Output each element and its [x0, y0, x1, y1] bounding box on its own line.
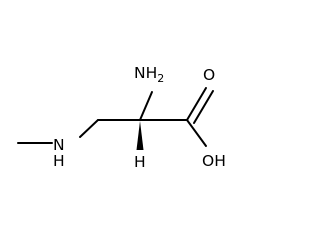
bond-carbonyl-double-b: [193, 90, 214, 124]
amine-hydrogen-label: H: [53, 152, 65, 170]
amino-group-label: NH2: [134, 64, 164, 85]
stereo-wedge-bond: [136, 121, 144, 150]
bond-carboxyl-hydroxyl: [186, 119, 207, 147]
amino-symbol: NH: [134, 64, 157, 82]
structural-formula: NH2 N H H O OH: [17, 64, 226, 171]
amine-nitrogen-label: N: [53, 136, 65, 154]
bond-alpha-amino: [139, 91, 153, 121]
atom-label-layer: NH2 N H H O OH: [53, 64, 226, 171]
amino-subscript: 2: [157, 72, 164, 85]
bond-amine-methylene: [79, 119, 99, 138]
bond-carbonyl-double-a: [186, 87, 207, 121]
bond-layer: [17, 87, 214, 150]
hydroxyl-group-label: OH: [202, 152, 226, 170]
carbonyl-oxygen-label: O: [203, 66, 215, 84]
stereo-hydrogen-label: H: [134, 153, 146, 171]
